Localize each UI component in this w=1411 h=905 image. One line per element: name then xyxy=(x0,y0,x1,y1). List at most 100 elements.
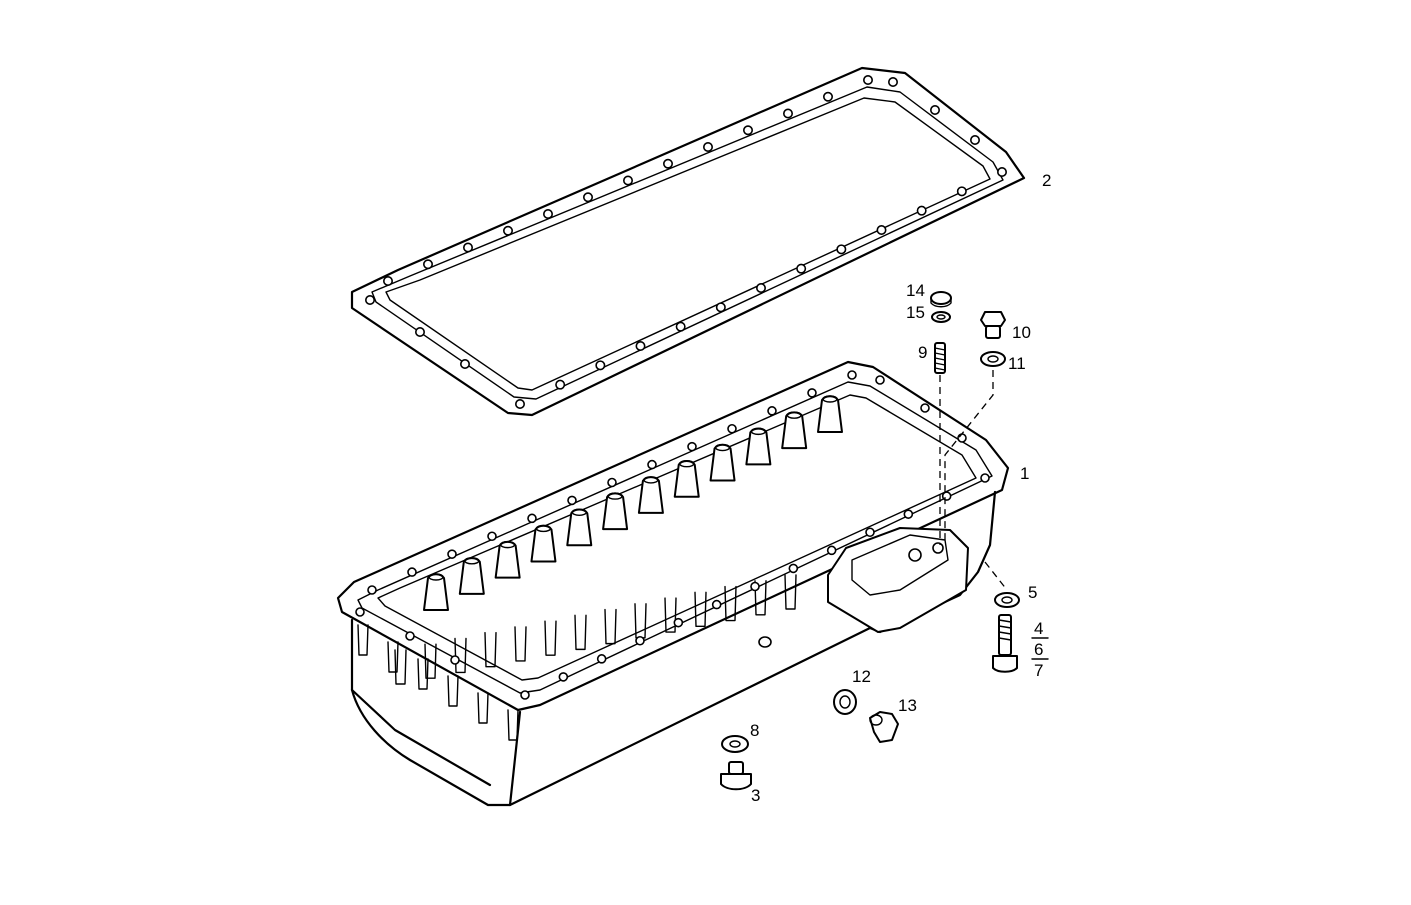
pan-rib xyxy=(514,626,527,662)
washer-part-5 xyxy=(994,592,1020,608)
gasket-hole xyxy=(956,186,967,197)
pan-boss-top xyxy=(428,573,444,581)
washer-part-11 xyxy=(980,351,1006,367)
pan-flange-hole xyxy=(607,477,617,488)
nut-part-14 xyxy=(930,291,952,308)
pan-rib xyxy=(724,585,737,622)
pan-flange-hole xyxy=(826,545,837,556)
callout-6: 6 xyxy=(1034,640,1043,659)
pan-flange-hole xyxy=(355,607,365,617)
pan-rib xyxy=(387,641,399,673)
pan-flange-hole xyxy=(596,654,607,664)
pan-boss-top xyxy=(679,460,695,468)
gasket-hole xyxy=(742,125,753,136)
pan-boss-top xyxy=(464,557,480,565)
gasket-hole xyxy=(555,379,566,390)
gasket-hole xyxy=(876,225,887,236)
pan-flange-hole xyxy=(487,531,497,542)
pan-flange-hole xyxy=(788,563,799,574)
assembly-lines xyxy=(939,370,1008,591)
gasket-hole xyxy=(364,294,375,305)
pan-boss-top xyxy=(571,508,587,516)
oil-pan xyxy=(336,360,1010,807)
gasket-hole xyxy=(836,244,847,255)
callout-4: 4 xyxy=(1034,619,1043,638)
gasket-hole xyxy=(822,91,833,102)
callout-1: 1 xyxy=(1020,464,1029,483)
plug-part-13 xyxy=(869,711,899,743)
stud-part-9 xyxy=(934,342,946,374)
pan-flange-hole xyxy=(903,509,914,519)
pan-rib xyxy=(664,597,677,633)
pan-flange-hole xyxy=(405,631,415,641)
gasket-hole xyxy=(422,259,433,270)
pan-flange-hole xyxy=(875,375,885,385)
pan-flange-hole xyxy=(450,655,460,665)
callout-13: 13 xyxy=(898,696,917,715)
gasket-hole xyxy=(675,321,686,332)
gasket-hole xyxy=(514,398,525,409)
pan-boss-top xyxy=(643,476,659,484)
bolt-part-4-6-7 xyxy=(992,614,1018,673)
pan-rib xyxy=(424,643,437,679)
callout-12: 12 xyxy=(852,667,871,686)
gasket-hole xyxy=(595,360,606,371)
pan-rib xyxy=(544,620,557,656)
pan-flange-hole xyxy=(673,617,684,628)
pan-flange-hole xyxy=(865,527,875,538)
pan-flange-hole xyxy=(920,403,930,413)
pan-flange-hole xyxy=(767,406,777,416)
gasket-hole xyxy=(755,282,766,293)
plug-part-3 xyxy=(720,761,752,791)
callout-10: 10 xyxy=(1012,323,1031,342)
pan-flange-hole xyxy=(687,441,697,452)
pan-rib xyxy=(694,591,707,628)
pan-flange-hole xyxy=(980,473,990,483)
pan-flange-hole xyxy=(847,370,857,380)
pan-flange-hole xyxy=(727,423,737,434)
gasket xyxy=(350,66,1026,417)
pan-flange-hole xyxy=(957,433,967,443)
gasket-hole xyxy=(459,358,470,369)
callout-5: 5 xyxy=(1028,583,1037,602)
gasket-hole xyxy=(929,105,940,116)
callout-15: 15 xyxy=(906,303,925,322)
pan-rib xyxy=(604,608,617,645)
gasket-hole xyxy=(996,167,1007,178)
gasket-hole xyxy=(502,225,513,236)
pan-flange-hole xyxy=(750,581,760,592)
washer-part-15 xyxy=(931,311,951,323)
pan-rib xyxy=(417,658,429,690)
gasket-hole xyxy=(702,142,713,153)
gasket-hole xyxy=(862,75,873,86)
gasket-hole xyxy=(414,326,425,337)
pan-flange-hole xyxy=(520,690,530,700)
gasket-hole xyxy=(462,242,473,253)
pan-flange-hole xyxy=(635,635,645,646)
pan-boss-top xyxy=(714,443,731,452)
gasket-hole xyxy=(662,158,673,169)
callout-11: 11 xyxy=(1008,354,1026,373)
pan-flange-hole xyxy=(367,585,377,595)
pan-rib xyxy=(754,580,767,616)
pan-rib xyxy=(447,675,459,707)
callout-labels: 2 14 15 10 9 11 1 5 4 6 7 12 13 8 3 xyxy=(750,171,1051,805)
pan-flange-hole xyxy=(941,491,952,501)
pan-flange-hole xyxy=(447,549,457,559)
callout-14: 14 xyxy=(906,281,925,300)
pan-boss-top xyxy=(822,395,838,403)
gasket-hole xyxy=(715,302,726,313)
pan-flange-hole xyxy=(527,513,537,524)
callout-9: 9 xyxy=(918,343,927,362)
pan-boss-top xyxy=(750,427,767,436)
washer-part-8 xyxy=(721,735,749,753)
gasket-hole xyxy=(969,135,980,146)
pan-flange-hole xyxy=(558,672,569,682)
pan-boss-top xyxy=(499,540,516,549)
pan-flange-hole xyxy=(407,567,417,577)
pan-rib xyxy=(784,574,797,610)
pan-boss-top xyxy=(607,492,623,500)
callout-7: 7 xyxy=(1034,661,1043,680)
pan-rib xyxy=(394,649,407,685)
